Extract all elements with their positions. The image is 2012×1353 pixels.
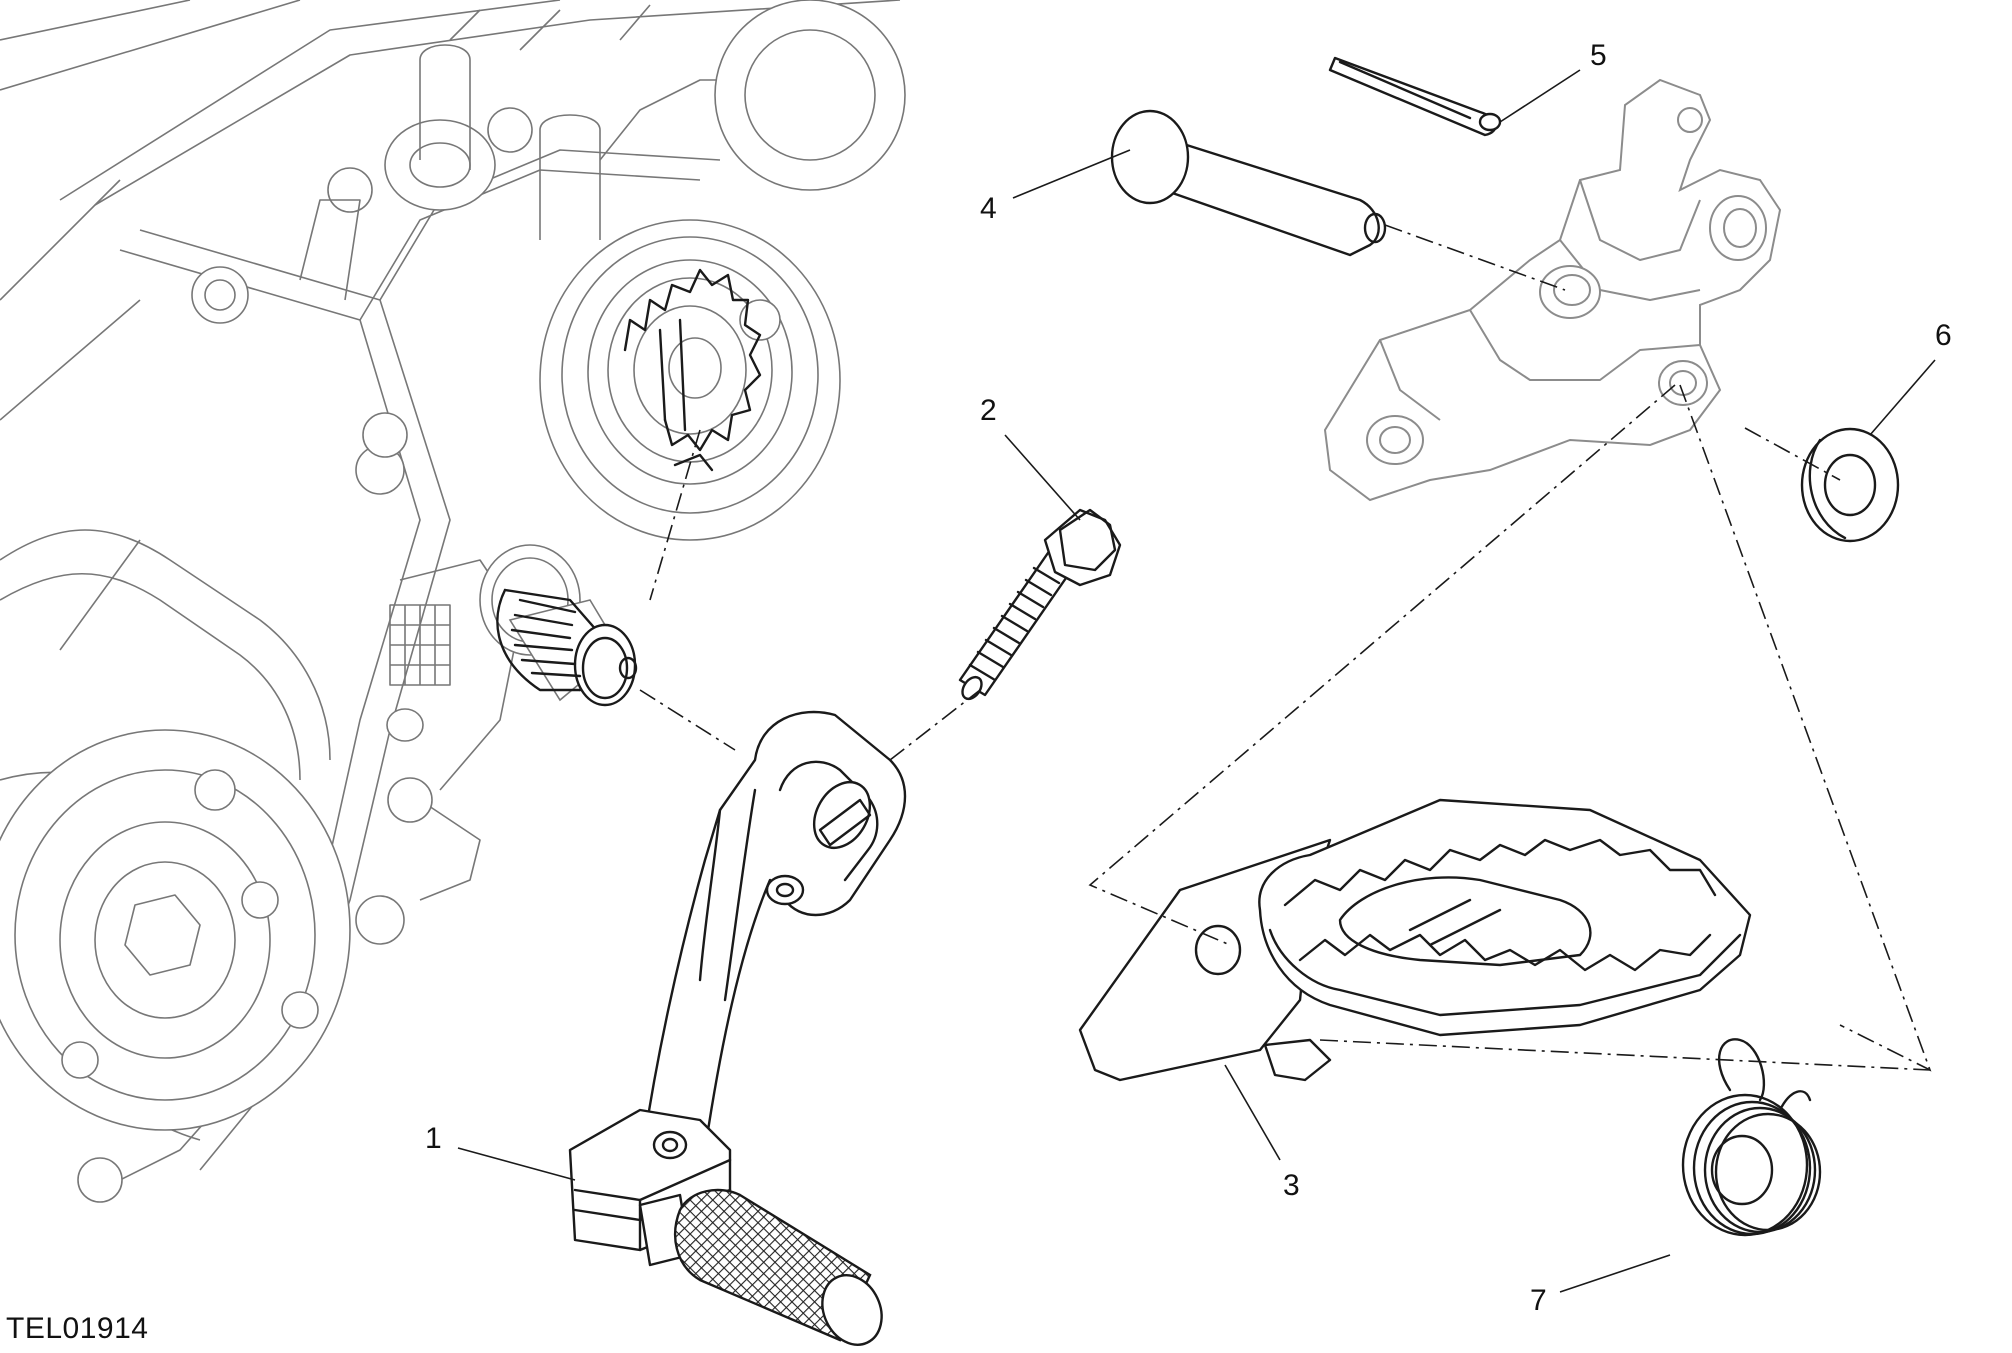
callout-2: 2	[980, 394, 997, 427]
callout-numbers: 1 2 3 4 5 6 7	[425, 39, 1952, 1317]
pin	[1110, 109, 1387, 257]
callout-leaders	[457, 69, 1936, 1293]
washer	[1800, 427, 1900, 543]
callout-3: 3	[1283, 1169, 1300, 1202]
drawing-code: TEL01914	[6, 1312, 149, 1345]
footpeg-bracket	[1323, 78, 1782, 502]
cotter-pin	[1328, 56, 1502, 137]
footpeg	[1078, 798, 1752, 1082]
callout-7: 7	[1530, 1284, 1547, 1317]
engine-case	[0, 0, 906, 1203]
callout-5: 5	[1590, 39, 1607, 72]
spring	[1681, 1038, 1822, 1237]
gear-change-lever	[568, 710, 907, 1346]
callout-1: 1	[425, 1122, 442, 1155]
callout-4: 4	[980, 192, 997, 225]
assembly-lines	[639, 224, 1932, 1072]
screw	[958, 508, 1122, 701]
callout-6: 6	[1935, 319, 1952, 352]
